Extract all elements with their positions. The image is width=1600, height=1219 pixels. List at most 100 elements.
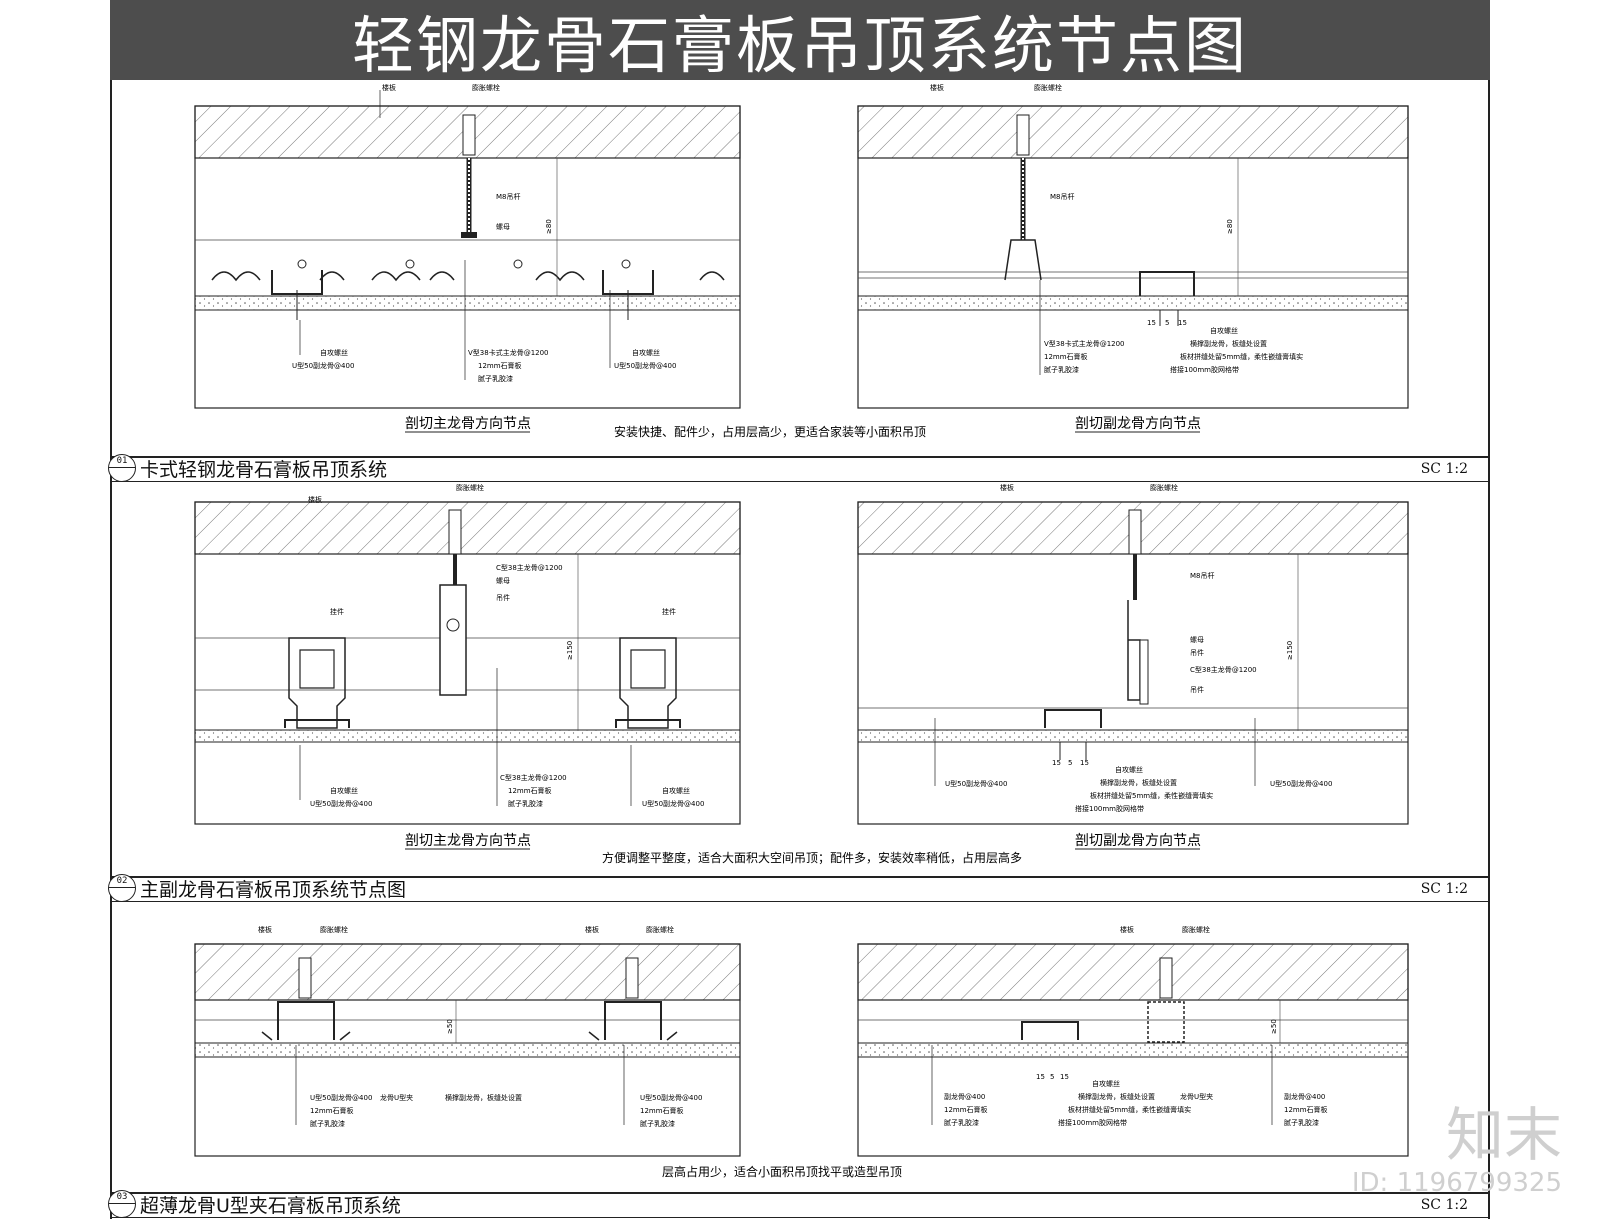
dim-15: 15 — [1060, 1073, 1069, 1081]
label-uclip: 龙骨U型夹 — [1180, 1092, 1213, 1101]
label-seam: 板材拼缝处留5mm缝，柔性嵌缝膏填实 — [1068, 1105, 1191, 1114]
gypsum-board — [857, 1042, 1409, 1058]
section-scale: SC 1:2 — [1420, 1197, 1468, 1213]
s1-right-detail: ≥80 楼板 膨胀螺栓 M8吊杆 15 5 15 自攻螺丝 横撑副龙骨，板缝处设… — [857, 83, 1409, 433]
label-u50: U型50副龙骨@400 — [310, 799, 372, 808]
label-tape: 搭接100mm胶网格带 — [1058, 1118, 1127, 1127]
dim-5: 5 — [1050, 1073, 1054, 1081]
section-scale: SC 1:2 — [1420, 881, 1468, 897]
dim-5: 5 — [1165, 319, 1169, 327]
s1-note: 安装快捷、配件少，占用层高少，更适合家装等小面积吊顶 — [614, 424, 926, 439]
label-u50: U型50副龙骨@400 — [945, 779, 1007, 788]
label-anchor: 膨胀螺栓 — [320, 925, 348, 934]
s3-left-detail: ≥50 楼板 膨胀螺栓 楼板 膨胀螺栓 U型50副龙骨@400 12mm石膏板 … — [194, 925, 741, 1157]
label-hanger: 吊件 — [1190, 648, 1204, 657]
label-slab: 楼板 — [1000, 483, 1014, 492]
label-v38: V型38卡式主龙骨@1200 — [468, 348, 549, 357]
watermark-brand: 知末 — [1445, 1101, 1562, 1169]
section-number: 03 — [109, 1191, 135, 1204]
label-board: 12mm石膏板 — [478, 361, 522, 370]
section-number-badge: 03 — [108, 1190, 136, 1218]
concrete-slab — [857, 105, 1409, 159]
label-u50: U型50副龙骨@400 — [640, 1093, 702, 1102]
page-title: 轻钢龙骨石膏板吊顶系统节点图 — [351, 9, 1248, 82]
section-bar-02: 02 主副龙骨石膏板吊顶系统节点图 SC 1:2 — [108, 874, 1490, 902]
label-slab: 楼板 — [382, 83, 396, 92]
dim-h50: ≥50 — [1270, 1019, 1278, 1034]
label-u50: U型50副龙骨@400 — [642, 799, 704, 808]
label-slab: 楼板 — [1120, 925, 1134, 934]
section-bar-01: 01 卡式轻钢龙骨石膏板吊顶系统 SC 1:2 — [108, 454, 1490, 482]
label-board: 12mm石膏板 — [944, 1105, 988, 1114]
label-rod: M8吊杆 — [496, 192, 521, 201]
s2-note: 方便调整平整度，适合大面积大空间吊顶；配件多，安装效率稍低，占用层高多 — [602, 850, 1022, 865]
label-c38: C型38主龙骨@1200 — [1190, 665, 1257, 674]
section-title: 主副龙骨石膏板吊顶系统节点图 — [140, 879, 407, 901]
label-putty: 腻子乳胶漆 — [1044, 365, 1079, 374]
label-screw: 自攻螺丝 — [1115, 765, 1143, 774]
section-scale: SC 1:2 — [1420, 461, 1468, 477]
label-putty: 腻子乳胶漆 — [1284, 1118, 1319, 1127]
label-seam: 板材拼缝处留5mm缝，柔性嵌缝膏填实 — [1180, 352, 1303, 361]
section-bar-03: 03 超薄龙骨U型夹石膏板吊顶系统 SC 1:2 — [108, 1190, 1490, 1218]
label-c38: C型38主龙骨@1200 — [500, 773, 567, 782]
label-u50: U型50副龙骨@400 — [614, 361, 676, 370]
drawing-frame — [110, 80, 1490, 1219]
label-u50: U型50副龙骨@400 — [1270, 779, 1332, 788]
dim-h150: ≥150 — [1286, 641, 1294, 660]
label-board: 12mm石膏板 — [1284, 1105, 1328, 1114]
section-number: 02 — [109, 875, 135, 888]
label-anchor: 膨胀螺栓 — [1150, 483, 1178, 492]
s1-left-caption: 剖切主龙骨方向节点 — [405, 416, 531, 432]
label-clip: 挂件 — [662, 607, 676, 616]
label-anchor: 膨胀螺栓 — [456, 483, 484, 492]
gypsum-board — [194, 295, 741, 311]
watermark-id: ID: 1196799325 — [1351, 1168, 1562, 1198]
label-tape: 搭接100mm胶网格带 — [1075, 804, 1144, 813]
s3-right-detail: ≥50 楼板 膨胀螺栓 15 5 15 自攻螺丝 横撑副龙骨，板缝处设置 板材拼… — [857, 925, 1409, 1157]
label-board: 12mm石膏板 — [310, 1106, 354, 1115]
section-title: 卡式轻钢龙骨石膏板吊顶系统 — [140, 459, 388, 481]
section-number-badge: 02 — [108, 874, 136, 902]
label-screw: 自攻螺丝 — [1210, 326, 1238, 335]
label-nut: 螺母 — [496, 576, 510, 585]
label-screw: 自攻螺丝 — [330, 786, 358, 795]
label-putty: 腻子乳胶漆 — [640, 1119, 675, 1128]
dim-15: 15 — [1036, 1073, 1045, 1081]
concrete-slab — [857, 943, 1409, 1001]
dim-15: 15 — [1147, 319, 1156, 327]
label-board: 12mm石膏板 — [508, 786, 552, 795]
label-screw: 自攻螺丝 — [632, 348, 660, 357]
label-anchor: 膨胀螺栓 — [1034, 83, 1062, 92]
label-board: 12mm石膏板 — [1044, 352, 1088, 361]
label-seam: 板材拼缝处留5mm缝，柔性嵌缝膏填实 — [1090, 791, 1213, 800]
label-nut: 螺母 — [1190, 635, 1204, 644]
dim-h80: ≥80 — [545, 219, 553, 234]
label-nut: 螺母 — [496, 222, 510, 231]
label-anchor: 膨胀螺栓 — [646, 925, 674, 934]
dim-h50: ≥50 — [446, 1019, 454, 1034]
gypsum-board — [857, 295, 1409, 311]
label-putty: 腻子乳胶漆 — [508, 799, 543, 808]
gypsum-board — [194, 729, 741, 743]
label-u50: U型50副龙骨@400 — [310, 1093, 372, 1102]
label-board: 12mm石膏板 — [640, 1106, 684, 1115]
dim-15: 15 — [1080, 759, 1089, 767]
s1-left-detail: ≥80 楼板 膨胀螺栓 M8吊杆 螺母 自攻螺丝 U型50副龙骨@400 V型3… — [194, 83, 741, 433]
label-anchor: 膨胀螺栓 — [472, 83, 500, 92]
dim-h150: ≥150 — [566, 641, 574, 660]
label-hanger: 吊件 — [1190, 685, 1204, 694]
label-sec: 副龙骨@400 — [1284, 1092, 1325, 1101]
section-number: 01 — [109, 455, 135, 468]
label-slab: 楼板 — [930, 83, 944, 92]
label-u50: U型50副龙骨@400 — [292, 361, 354, 370]
label-screw: 自攻螺丝 — [320, 348, 348, 357]
label-slab: 楼板 — [585, 925, 599, 934]
label-screw: 自攻螺丝 — [662, 786, 690, 795]
dim-15: 15 — [1178, 319, 1187, 327]
label-putty: 腻子乳胶漆 — [944, 1118, 979, 1127]
dim-15: 15 — [1052, 759, 1061, 767]
label-cross: 横撑副龙骨，板缝处设置 — [1190, 339, 1267, 348]
label-putty: 腻子乳胶漆 — [478, 374, 513, 383]
